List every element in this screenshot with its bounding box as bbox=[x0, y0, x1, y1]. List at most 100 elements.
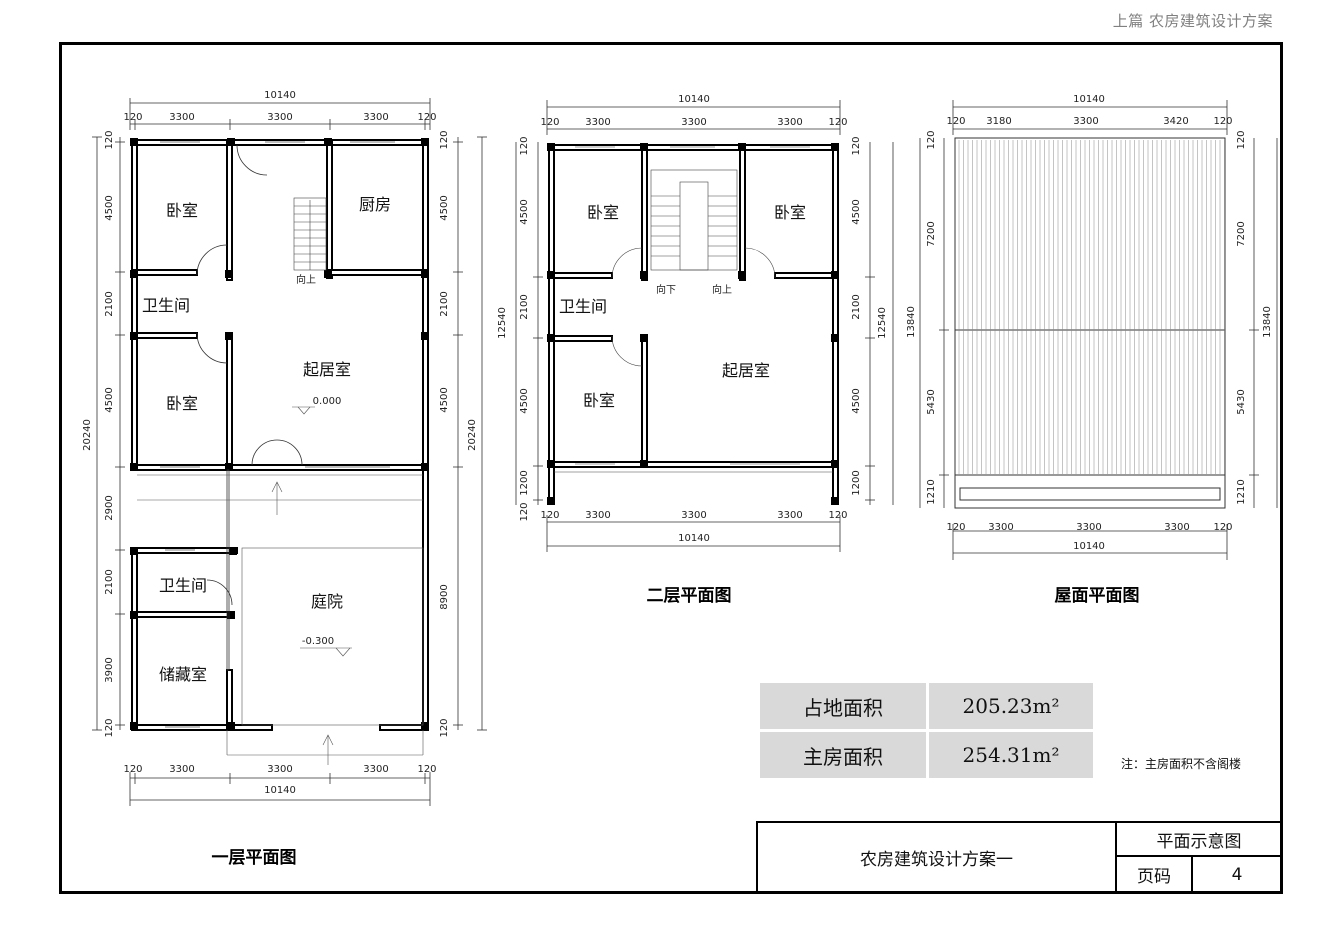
sf-dim-top-2: 3300 bbox=[585, 117, 610, 128]
dim-left-5: 2900 bbox=[104, 495, 115, 520]
sf-dim-left-2: 4500 bbox=[519, 199, 530, 224]
sf-room-bedroom-bl: 卧室 bbox=[583, 391, 615, 410]
sf-stair-up-label: 向上 bbox=[712, 283, 732, 296]
dim-bottom-2: 3300 bbox=[169, 764, 194, 775]
roof-dim-left-2: 7200 bbox=[926, 221, 937, 246]
roof-dim-top-5: 120 bbox=[1213, 116, 1232, 127]
sf-dim-left-5: 1200 bbox=[519, 470, 530, 495]
dim-top-3: 3300 bbox=[267, 112, 292, 123]
second-floor-columns bbox=[547, 143, 839, 505]
dim-left-6: 2100 bbox=[104, 569, 115, 594]
sf-dim-left-6: 120 bbox=[519, 502, 530, 521]
first-floor-right-dims bbox=[453, 136, 487, 731]
roof-dim-overall-top: 10140 bbox=[1073, 94, 1105, 105]
roof-dims bbox=[919, 100, 1278, 560]
stair-up-label: 向上 bbox=[296, 273, 316, 286]
roof-labels: 10140 120 3180 3300 3420 120 120 3300 33… bbox=[906, 94, 1273, 606]
first-floor-windows bbox=[160, 141, 395, 728]
dim-bottom-5: 120 bbox=[417, 764, 436, 775]
sf-dim-top-3: 3300 bbox=[681, 117, 706, 128]
dim-right-total: 20240 bbox=[467, 419, 478, 451]
dim-bottom-4: 3300 bbox=[363, 764, 388, 775]
roof-dim-left-3: 5430 bbox=[926, 389, 937, 414]
dim-left-total: 20240 bbox=[82, 419, 93, 451]
area-label-site: 占地面积 bbox=[760, 683, 926, 729]
sf-dim-top-4: 3300 bbox=[777, 117, 802, 128]
sf-dim-overall-bottom: 10140 bbox=[678, 533, 710, 544]
roof-dim-right-2: 7200 bbox=[1236, 221, 1247, 246]
sf-dim-right-5: 1200 bbox=[851, 470, 862, 495]
roof-dim-top-2: 3180 bbox=[986, 116, 1011, 127]
dim-left-7: 3900 bbox=[104, 657, 115, 682]
room-label-living: 起居室 bbox=[303, 360, 351, 379]
dim-top-2: 3300 bbox=[169, 112, 194, 123]
area-value-site: 205.23m² bbox=[929, 683, 1093, 729]
level-courtyard: -0.300 bbox=[302, 636, 334, 647]
roof-dim-left-total: 13840 bbox=[906, 306, 917, 338]
roof-dim-bottom-3: 3300 bbox=[1076, 522, 1101, 533]
dim-right-2: 4500 bbox=[439, 195, 450, 220]
title-block-drawing-type: 平面示意图 bbox=[1115, 821, 1283, 857]
sf-room-bath: 卫生间 bbox=[559, 297, 607, 316]
roof-dim-right-3: 5430 bbox=[1236, 389, 1247, 414]
roof-title: 屋面平面图 bbox=[1055, 586, 1140, 606]
roof-dim-left-1: 120 bbox=[926, 130, 937, 149]
roof-dim-bottom-2: 3300 bbox=[988, 522, 1013, 533]
room-label-bedroom-bottom: 卧室 bbox=[166, 394, 198, 413]
roof-dim-left-4: 1210 bbox=[926, 479, 937, 504]
dim-top-4: 3300 bbox=[363, 112, 388, 123]
sf-dim-overall-top: 10140 bbox=[678, 94, 710, 105]
sf-dim-bottom-3: 3300 bbox=[681, 510, 706, 521]
second-floor-details bbox=[554, 146, 833, 473]
sf-dim-right-total: 12540 bbox=[877, 307, 888, 339]
dim-overall-bottom: 10140 bbox=[264, 785, 296, 796]
room-label-bath-2: 卫生间 bbox=[159, 576, 207, 595]
sf-dim-top-5: 120 bbox=[828, 117, 847, 128]
roof-dim-right-1: 120 bbox=[1236, 130, 1247, 149]
second-floor-dims bbox=[515, 100, 894, 552]
second-floor-title: 二层平面图 bbox=[647, 586, 732, 606]
sf-dim-bottom-2: 3300 bbox=[585, 510, 610, 521]
first-floor-labels: 10140 120 3300 3300 3300 120 120 3300 33… bbox=[82, 90, 478, 868]
sf-dim-right-2: 4500 bbox=[851, 199, 862, 224]
second-floor-labels: 10140 120 3300 3300 3300 120 120 3300 33… bbox=[497, 94, 888, 606]
second-floor-plan: 10140 120 3300 3300 3300 120 120 3300 33… bbox=[497, 94, 894, 606]
first-floor-plan: 10140 120 3300 3300 3300 120 120 3300 33… bbox=[82, 90, 487, 868]
sf-dim-bottom-5: 120 bbox=[828, 510, 847, 521]
header-text: 上篇 农房建筑设计方案 bbox=[1112, 12, 1273, 30]
sf-dim-left-3: 2100 bbox=[519, 294, 530, 319]
dim-right-1: 120 bbox=[439, 130, 450, 149]
level-living: 0.000 bbox=[313, 396, 342, 407]
sf-stair-down-label: 向下 bbox=[656, 283, 676, 296]
dim-bottom-1: 120 bbox=[123, 764, 142, 775]
dim-right-3: 2100 bbox=[439, 291, 450, 316]
sf-dim-right-1: 120 bbox=[851, 136, 862, 155]
second-floor-walls bbox=[548, 144, 839, 501]
drawing-frame bbox=[59, 42, 1283, 894]
room-label-storage: 储藏室 bbox=[159, 665, 207, 684]
first-floor-walls bbox=[131, 139, 429, 731]
sf-dim-left-4: 4500 bbox=[519, 388, 530, 413]
room-label-bath: 卫生间 bbox=[142, 296, 190, 315]
room-label-bedroom-top: 卧室 bbox=[166, 201, 198, 220]
room-label-kitchen: 厨房 bbox=[359, 195, 391, 214]
roof-plan: 10140 120 3180 3300 3420 120 120 3300 33… bbox=[906, 94, 1278, 606]
first-floor-courtyard-lines bbox=[137, 406, 424, 765]
first-floor-stair bbox=[293, 197, 327, 271]
first-floor-bottom-dims bbox=[129, 772, 431, 806]
roof-dim-overall-bottom: 10140 bbox=[1073, 541, 1105, 552]
sf-room-bedroom-tr: 卧室 bbox=[774, 203, 806, 222]
room-label-courtyard: 庭院 bbox=[311, 592, 343, 611]
area-note: 注：主房面积不含阁楼 bbox=[1121, 757, 1242, 771]
dim-left-8: 120 bbox=[104, 718, 115, 737]
title-block: 农房建筑设计方案一 平面示意图 页码 4 bbox=[756, 821, 1283, 894]
dim-top-5: 120 bbox=[417, 112, 436, 123]
roof-outline bbox=[954, 137, 1226, 509]
dim-overall-top: 10140 bbox=[264, 90, 296, 101]
roof-dim-top-1: 120 bbox=[946, 116, 965, 127]
title-block-page-label: 页码 bbox=[1115, 855, 1193, 894]
first-floor-doors bbox=[196, 144, 303, 671]
dim-left-1: 120 bbox=[104, 130, 115, 149]
roof-dim-top-4: 3420 bbox=[1163, 116, 1188, 127]
